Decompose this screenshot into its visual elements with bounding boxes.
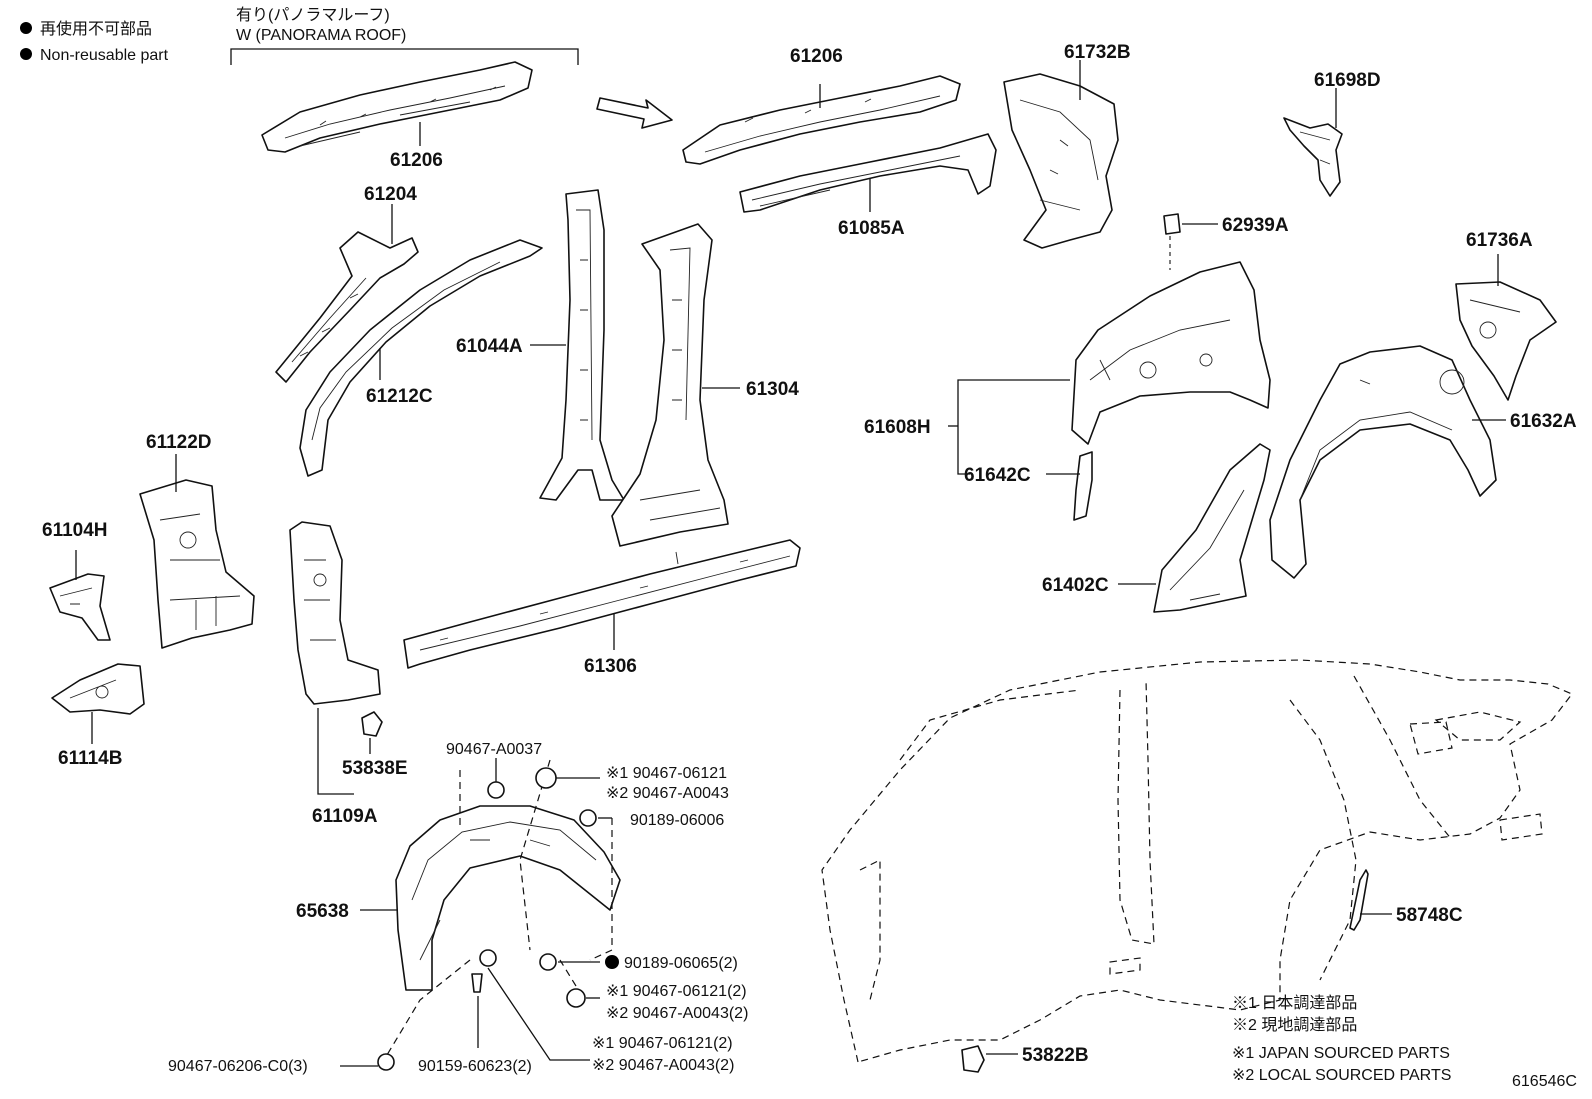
- screw-icon: [539, 953, 557, 971]
- fastener-label-90467-06206: 90467-06206-C0(3): [168, 1058, 308, 1075]
- drawing-id: 616546C: [1512, 1073, 1577, 1090]
- front-pillar-lower-inner: 61122D: [139, 432, 255, 649]
- fender-liner-assembly: 65638 90467-A0037 ※1 90467-06121 ※2 9046…: [168, 741, 748, 1075]
- quarter-inner-upper-panel: 61732B: [1003, 42, 1131, 249]
- non-reusable-bullet-icon: [605, 955, 619, 969]
- fastener-label-japan-bottom: ※1 90467-06121(2): [592, 1035, 733, 1052]
- part-label-61632A: 61632A: [1510, 411, 1577, 432]
- clip-icon: [961, 1045, 985, 1073]
- non-reusable-bullet-icon: [20, 22, 32, 34]
- fastener-label-90189-06006: 90189-06006: [630, 812, 724, 829]
- part-label-61212C: 61212C: [366, 386, 433, 407]
- part-label-61608H: 61608H: [864, 417, 931, 438]
- quarter-outer-upper-bracket: 61736A: [1455, 230, 1557, 401]
- legend: 再使用不可部品 Non-reusable part: [20, 20, 169, 64]
- part-label-61206: 61206: [390, 150, 443, 171]
- fastener-label-90189-06065: 90189-06065(2): [624, 955, 738, 972]
- panorama-title-jp: 有り(パノラマルーフ): [236, 6, 390, 24]
- panorama-title-en: W (PANORAMA ROOF): [236, 27, 406, 44]
- rocker-outer-panel: 61306: [403, 539, 801, 677]
- fender-clip: 53838E: [342, 711, 408, 779]
- quarter-bracket: 61698D: [1283, 70, 1381, 197]
- panorama-bracket: [230, 48, 579, 65]
- clip-icon: [361, 711, 383, 737]
- part-label-65638: 65638: [296, 901, 349, 922]
- fastener-label-local-bottom: ※2 90467-A0043(2): [592, 1057, 734, 1074]
- fastener-label-japan-mid: ※1 90467-06121(2): [606, 983, 747, 1000]
- quarter-vent-clip: 62939A: [1163, 213, 1289, 270]
- part-label-61698D: 61698D: [1314, 70, 1381, 91]
- part-label-53822B: 53822B: [1022, 1045, 1089, 1066]
- fastener-label-local-mid: ※2 90467-A0043(2): [606, 1005, 748, 1022]
- roof-side-inner-rail: 61085A: [739, 133, 997, 239]
- fender-liner: [395, 805, 621, 991]
- note-japan-sourced-en: ※1 JAPAN SOURCED PARTS: [1232, 1045, 1450, 1062]
- fastener-label-90159-60623: 90159-60623(2): [418, 1058, 532, 1075]
- part-label-61304: 61304: [746, 379, 799, 400]
- center-pillar-inner: 61044A: [456, 189, 625, 501]
- legend-non-reusable-en: Non-reusable part: [40, 47, 169, 64]
- part-label-62939A: 62939A: [1222, 215, 1289, 236]
- part-label-61044A: 61044A: [456, 336, 523, 357]
- roof-side-front-bracket: 61204: [275, 184, 419, 383]
- part-label-61122D: 61122D: [146, 432, 212, 453]
- note-local-sourced-en: ※2 LOCAL SOURCED PARTS: [1232, 1067, 1451, 1084]
- fastener-label-japan-top: ※1 90467-06121: [606, 765, 727, 782]
- cowl-side-panel: 61114B: [51, 663, 145, 769]
- part-label-61085A: 61085A: [838, 218, 905, 239]
- cowl-side-bracket: 61104H: [42, 520, 111, 641]
- quarter-wheel-house-inner: 61608H: [864, 261, 1271, 475]
- part-label-58748C: 58748C: [1396, 905, 1463, 926]
- quarter-small-bracket: 61642C: [964, 451, 1093, 521]
- body-clip: 53822B: [961, 1045, 1089, 1073]
- part-label-61104H: 61104H: [42, 520, 108, 541]
- roof-rail-standard: 61206: [682, 46, 961, 165]
- nut-icon: [566, 988, 586, 1008]
- fastener-label-90467-A0037: 90467-A0037: [446, 741, 542, 758]
- center-pillar-outer: 61304: [611, 223, 799, 547]
- part-label-53838E: 53838E: [342, 758, 408, 779]
- part-label-61206: 61206: [790, 46, 843, 67]
- rocker-rear-extension: 61402C: [1042, 443, 1271, 613]
- part-label-61736A: 61736A: [1466, 230, 1533, 251]
- non-reusable-bullet-icon: [20, 48, 32, 60]
- clip-icon: [1163, 213, 1181, 235]
- front-pillar-outer: 61212C: [299, 239, 543, 477]
- screw-icon: [579, 809, 597, 827]
- clip-icon: [479, 949, 497, 967]
- nut-icon: [535, 767, 557, 789]
- clip-icon: [487, 781, 505, 799]
- part-label-61642C: 61642C: [964, 465, 1031, 486]
- quarter-wheel-house-outer: 61632A: [1269, 345, 1577, 579]
- note-japan-sourced-jp: ※1 日本調達部品: [1232, 994, 1357, 1012]
- part-label-61109A: 61109A: [312, 806, 378, 827]
- part-label-61114B: 61114B: [58, 748, 122, 769]
- part-label-61204: 61204: [364, 184, 417, 205]
- front-pillar-lower-outer: 61109A: [289, 521, 381, 827]
- sourcing-notes: ※1 日本調達部品 ※2 現地調達部品 ※1 JAPAN SOURCED PAR…: [1232, 994, 1451, 1084]
- legend-non-reusable-jp: 再使用不可部品: [40, 20, 152, 38]
- quarter-moulding: 58748C: [1349, 869, 1463, 931]
- vehicle-body-side-outline: [821, 659, 1573, 1063]
- panorama-roof-group: 有り(パノラマルーフ) W (PANORAMA ROOF): [230, 6, 579, 65]
- part-label-61306: 61306: [584, 656, 637, 677]
- part-label-61402C: 61402C: [1042, 575, 1109, 596]
- arrow-icon: [596, 97, 673, 129]
- part-label-61732B: 61732B: [1064, 42, 1131, 63]
- note-local-sourced-jp: ※2 現地調達部品: [1232, 1016, 1357, 1034]
- screw-icon: [471, 973, 483, 993]
- fastener-label-local-top: ※2 90467-A0043: [606, 785, 729, 802]
- clip-icon: [377, 1053, 395, 1071]
- roof-rail-panorama: 61206: [261, 61, 533, 171]
